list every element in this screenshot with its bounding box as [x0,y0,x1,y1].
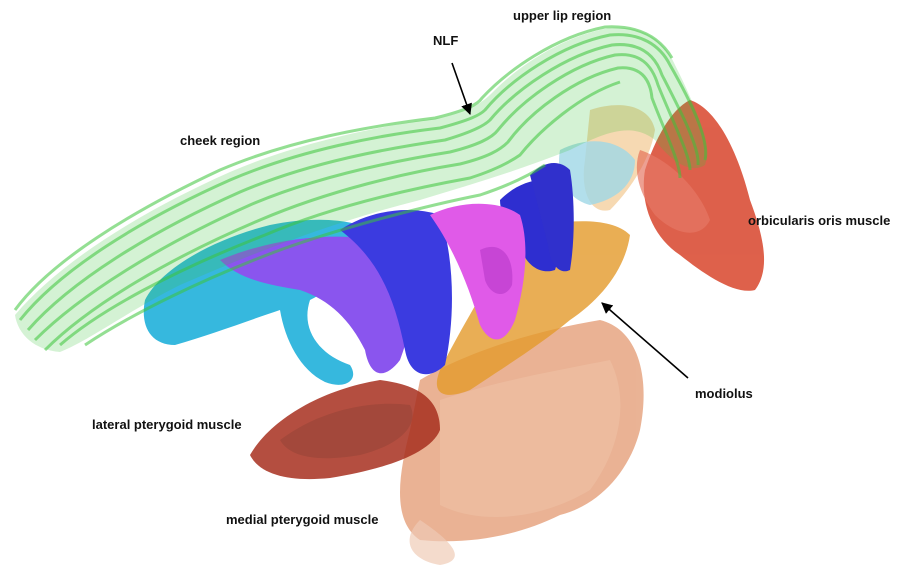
modiolus-label: modiolus [695,386,753,401]
nlf-arrow [452,63,470,114]
orbicularis-oris-label: orbicularis oris muscle [748,213,890,228]
cheek-region-label: cheek region [180,133,260,148]
nlf-label: NLF [433,33,458,48]
upper-lip-region-label: upper lip region [513,8,611,23]
medial-pterygoid-label: medial pterygoid muscle [226,512,378,527]
lateral-pterygoid-label: lateral pterygoid muscle [92,417,242,432]
